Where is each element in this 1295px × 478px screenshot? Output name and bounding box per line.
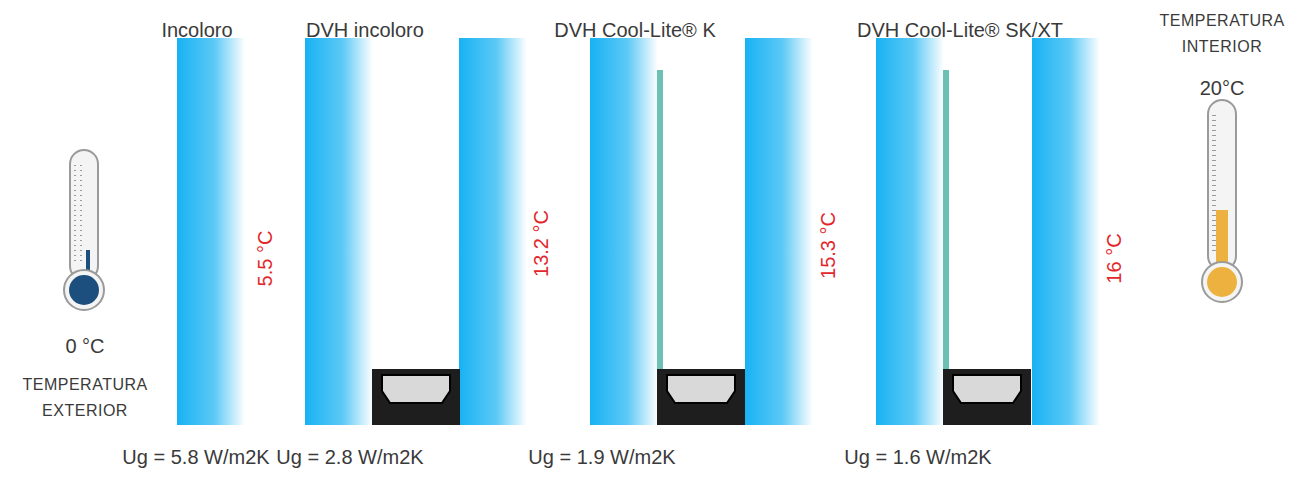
glass-pane (177, 38, 245, 425)
glass-pane (876, 38, 944, 425)
surface-temperature: 16 °C (1103, 233, 1126, 283)
u-value: Ug = 1.9 W/m2K (528, 446, 675, 469)
low-e-coating (943, 70, 949, 370)
spacer-bar (943, 369, 1031, 425)
spacer-bar (657, 369, 745, 425)
surface-temperature: 5.5 °C (255, 230, 278, 286)
temperature-caption: TEMPERATURA EXTERIOR (23, 372, 148, 423)
temperature-caption: TEMPERATURA INTERIOR (1160, 8, 1285, 59)
surface-temperature: 15.3 °C (817, 212, 840, 279)
surface-temperature: 13.2 °C (530, 210, 553, 277)
glass-pane (305, 38, 373, 425)
glazing-title: DVH incoloro (306, 19, 424, 42)
glass-pane (590, 38, 658, 425)
spacer-bar (372, 369, 460, 425)
glass-pane (745, 38, 813, 425)
glazing-title: DVH Cool-Lite® SK/XT (857, 19, 1063, 42)
glazing-title: Incoloro (161, 19, 232, 42)
glazing-title: DVH Cool-Lite® K (554, 19, 715, 42)
glass-pane (1032, 38, 1100, 425)
u-value: Ug = 2.8 W/m2K (276, 446, 423, 469)
thermometer-warm (1202, 100, 1242, 302)
temperature-value: 20°C (1200, 77, 1245, 100)
low-e-coating (657, 70, 663, 370)
thermometer-cold (64, 150, 104, 310)
glass-pane (459, 38, 527, 425)
u-value: Ug = 1.6 W/m2K (844, 446, 991, 469)
temperature-value: 0 °C (65, 335, 104, 358)
u-value: Ug = 5.8 W/m2K (122, 446, 269, 469)
